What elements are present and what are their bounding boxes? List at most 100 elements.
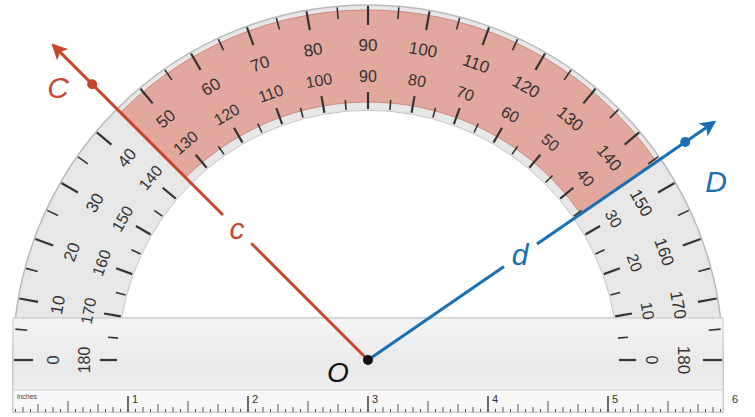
ruler-tick [240,409,241,412]
ruler-tick [90,409,91,412]
ray-name: c [230,214,245,244]
ruler-tick [420,409,421,412]
scale-number: 110 [460,51,491,76]
scale-number: 20 [623,252,644,274]
ruler-tick [555,409,556,412]
scale-number: 0 [643,356,659,365]
ruler-tick [308,401,309,412]
protractor-base [13,318,723,412]
ruler-number: 5 [612,394,618,405]
ray-name: d [512,240,529,270]
scale-tick [116,268,132,274]
ruler-tick [383,407,384,412]
ruler-tick [540,409,541,412]
scale-tick [154,210,162,216]
ruler-tick [487,396,489,412]
scale-number: 170 [667,290,689,321]
protractor-hole [122,110,615,318]
ruler-tick [705,409,706,412]
scale-number: 10 [637,301,656,321]
scale-tick [583,89,595,104]
point-c [87,79,97,89]
scale-tick [131,250,140,254]
scale-tick [585,226,600,235]
ruler-tick [533,407,534,412]
ruler-tick [360,409,361,412]
ruler-tick [158,404,159,412]
scale-number: 130 [171,128,202,157]
scale-tick [367,6,369,25]
ruler-tick [585,409,586,412]
scale-tick [276,18,279,30]
ruler-tick [127,396,129,412]
scale-number: 160 [90,248,114,279]
scale-tick [389,100,391,110]
ruler-tick [218,404,219,412]
scale-tick [78,157,88,164]
ruler-tick [263,407,264,412]
ruler-tick [68,401,69,412]
scale-tick [47,210,58,215]
ray-c [251,243,368,360]
scale-tick [300,108,303,118]
scale-tick [426,11,429,30]
scale-number: 100 [407,39,438,61]
ruler-tick [593,407,594,412]
ruler-tick [60,409,61,412]
scale-tick [26,268,38,271]
ruler-tick [675,409,676,412]
ruler-tick [653,407,654,412]
scale-tick [307,11,310,30]
ruler-tick [615,409,616,412]
ray-d [368,267,504,361]
ruler-tick [30,409,31,412]
scale-tick [163,188,176,199]
ruler-tick [15,409,16,412]
ruler-tick [233,407,234,412]
scale-number: 40 [114,145,139,170]
scale-tick [19,299,38,302]
vertex-o [363,355,373,365]
scale-number: 90 [359,69,377,85]
scale-tick [678,210,689,215]
scale-tick [100,359,117,361]
scale-tick [412,96,415,113]
ruler-tick [135,409,136,412]
ruler-tick [630,409,631,412]
scale-number: 30 [602,207,625,230]
ruler-tick [278,404,279,412]
scale-tick [454,108,460,124]
scale-number: 10 [48,295,68,317]
scale-number: 50 [153,106,178,131]
scale-tick [545,175,552,182]
ray-name: C [47,73,69,103]
ruler-tick [435,409,436,412]
scale-tick [258,123,262,132]
scale-tick [494,128,503,143]
scale-tick [604,268,620,274]
ruler-tick [668,401,669,412]
scale-tick [337,7,338,19]
scale-tick [610,292,620,295]
scale-tick [595,250,604,254]
ruler-tick [113,407,114,412]
ruler-tick [53,407,54,412]
scale-tick [512,146,518,154]
scale-tick [398,7,399,19]
scale-tick [513,39,518,50]
ruler-tick [367,396,369,412]
ruler-tick [203,407,204,412]
ruler-tick [623,407,624,412]
ruler-number: 2 [252,394,258,405]
protractor-body [13,5,723,412]
ruler-tick [150,409,151,412]
ruler-tick [390,409,391,412]
ray-d [537,122,714,244]
ruler-tick [578,404,579,412]
scale-tick [321,96,324,113]
ruler-tick [345,409,346,412]
scale-tick [698,268,710,271]
scale-tick [564,70,571,80]
ruler-tick [38,404,39,412]
